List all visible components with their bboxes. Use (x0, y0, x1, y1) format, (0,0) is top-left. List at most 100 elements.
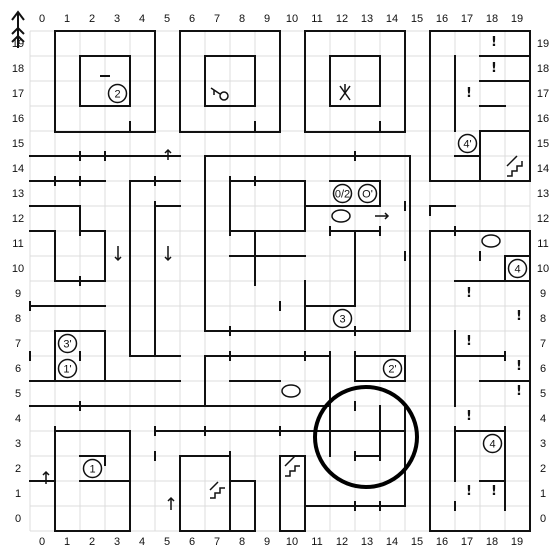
row-label: 2 (15, 463, 21, 475)
alert-icon: ! (466, 484, 472, 499)
location-marker-label: 3' (63, 339, 71, 351)
location-marker (382, 358, 403, 379)
arrow-down-icon (164, 246, 172, 262)
row-label: 17 (537, 88, 549, 100)
row-label: 2 (540, 463, 546, 475)
location-marker-label: 4 (489, 439, 495, 451)
column-label: 13 (361, 13, 373, 25)
alert-icon: ! (516, 359, 522, 374)
arrow-up-icon (167, 496, 175, 510)
column-label: 5 (164, 13, 170, 25)
location-marker (332, 308, 353, 329)
location-marker-label: 2 (114, 89, 120, 101)
location-marker (107, 83, 128, 104)
column-label: 12 (336, 536, 348, 548)
row-label: 7 (15, 338, 21, 350)
column-label: 1 (64, 13, 70, 25)
alert-icon: ! (466, 86, 472, 101)
location-marker-label: 1 (89, 464, 95, 476)
row-label: 5 (540, 388, 546, 400)
row-label: 14 (537, 163, 549, 175)
arrow-right-icon (375, 212, 390, 220)
row-label: 3 (15, 438, 21, 450)
alert-icon: ! (491, 61, 497, 76)
column-label: 2 (89, 536, 95, 548)
alert-markers: ! ! ! ! ! ! ! ! ! ! ! (466, 35, 522, 499)
column-label: 16 (436, 536, 448, 548)
column-label: 5 (164, 536, 170, 548)
column-label: 17 (461, 13, 473, 25)
location-marker (457, 133, 478, 154)
row-label: 15 (537, 138, 549, 150)
row-label: 5 (15, 388, 21, 400)
row-label: 11 (537, 238, 548, 250)
location-marker-label: O' (362, 189, 373, 201)
column-label: 14 (386, 536, 398, 548)
row-label: 10 (12, 263, 24, 275)
row-label: 11 (12, 238, 23, 250)
column-label: 19 (511, 13, 523, 25)
column-label: 6 (189, 536, 195, 548)
column-label: 9 (264, 536, 270, 548)
location-marker-label: 0/2 (335, 189, 350, 201)
alert-icon: ! (466, 334, 472, 349)
column-label: 10 (286, 13, 298, 25)
key-icon (210, 87, 229, 101)
column-label: 0 (39, 536, 45, 548)
row-label: 8 (15, 313, 21, 325)
location-marker (332, 183, 353, 204)
row-label: 19 (537, 38, 549, 50)
location-marker-label: 4 (514, 264, 520, 276)
column-label: 4 (139, 13, 145, 25)
row-label: 6 (15, 363, 21, 375)
column-label: 6 (189, 13, 195, 25)
highlight-circle (313, 385, 419, 489)
crossed-bones-icon (339, 84, 351, 101)
map-icons (42, 84, 523, 510)
row-label: 16 (537, 113, 549, 125)
speech-bubble-icon (281, 209, 501, 398)
alert-icon: ! (491, 484, 497, 499)
column-label: 14 (386, 13, 398, 25)
column-label: 15 (411, 13, 423, 25)
row-label: 1 (15, 488, 21, 500)
column-label: 12 (336, 13, 348, 25)
location-marker (82, 458, 103, 479)
row-label: 10 (537, 263, 549, 275)
row-label: 0 (15, 513, 21, 525)
column-label: 8 (239, 536, 245, 548)
column-label: 18 (486, 536, 498, 548)
row-label: 18 (537, 63, 549, 75)
column-label: 16 (436, 13, 448, 25)
row-label: 9 (15, 288, 21, 300)
alert-icon: ! (491, 35, 497, 50)
row-label: 17 (12, 88, 24, 100)
row-label: 16 (12, 113, 24, 125)
alert-icon: ! (466, 409, 472, 424)
row-label: 18 (12, 63, 24, 75)
column-label: 7 (214, 536, 220, 548)
row-label: 13 (537, 188, 549, 200)
column-label: 1 (64, 536, 70, 548)
column-label: 11 (311, 536, 322, 548)
arrow-down-icon (114, 246, 122, 262)
stairs-icon (284, 455, 300, 477)
walls (29, 30, 531, 532)
location-marker-label: 4' (463, 139, 471, 151)
row-label: 6 (540, 363, 546, 375)
location-marker (57, 333, 78, 354)
location-marker (507, 258, 528, 279)
row-label: 14 (12, 163, 24, 175)
stairs-icon (209, 481, 225, 499)
column-label: 0 (39, 13, 45, 25)
column-label: 3 (114, 536, 120, 548)
location-marker-label: 3 (339, 314, 345, 326)
alert-icon: ! (516, 384, 522, 399)
arrow-up-icon (42, 470, 50, 484)
door-markers (29, 75, 506, 511)
column-label: 9 (264, 13, 270, 25)
column-label: 19 (511, 536, 523, 548)
